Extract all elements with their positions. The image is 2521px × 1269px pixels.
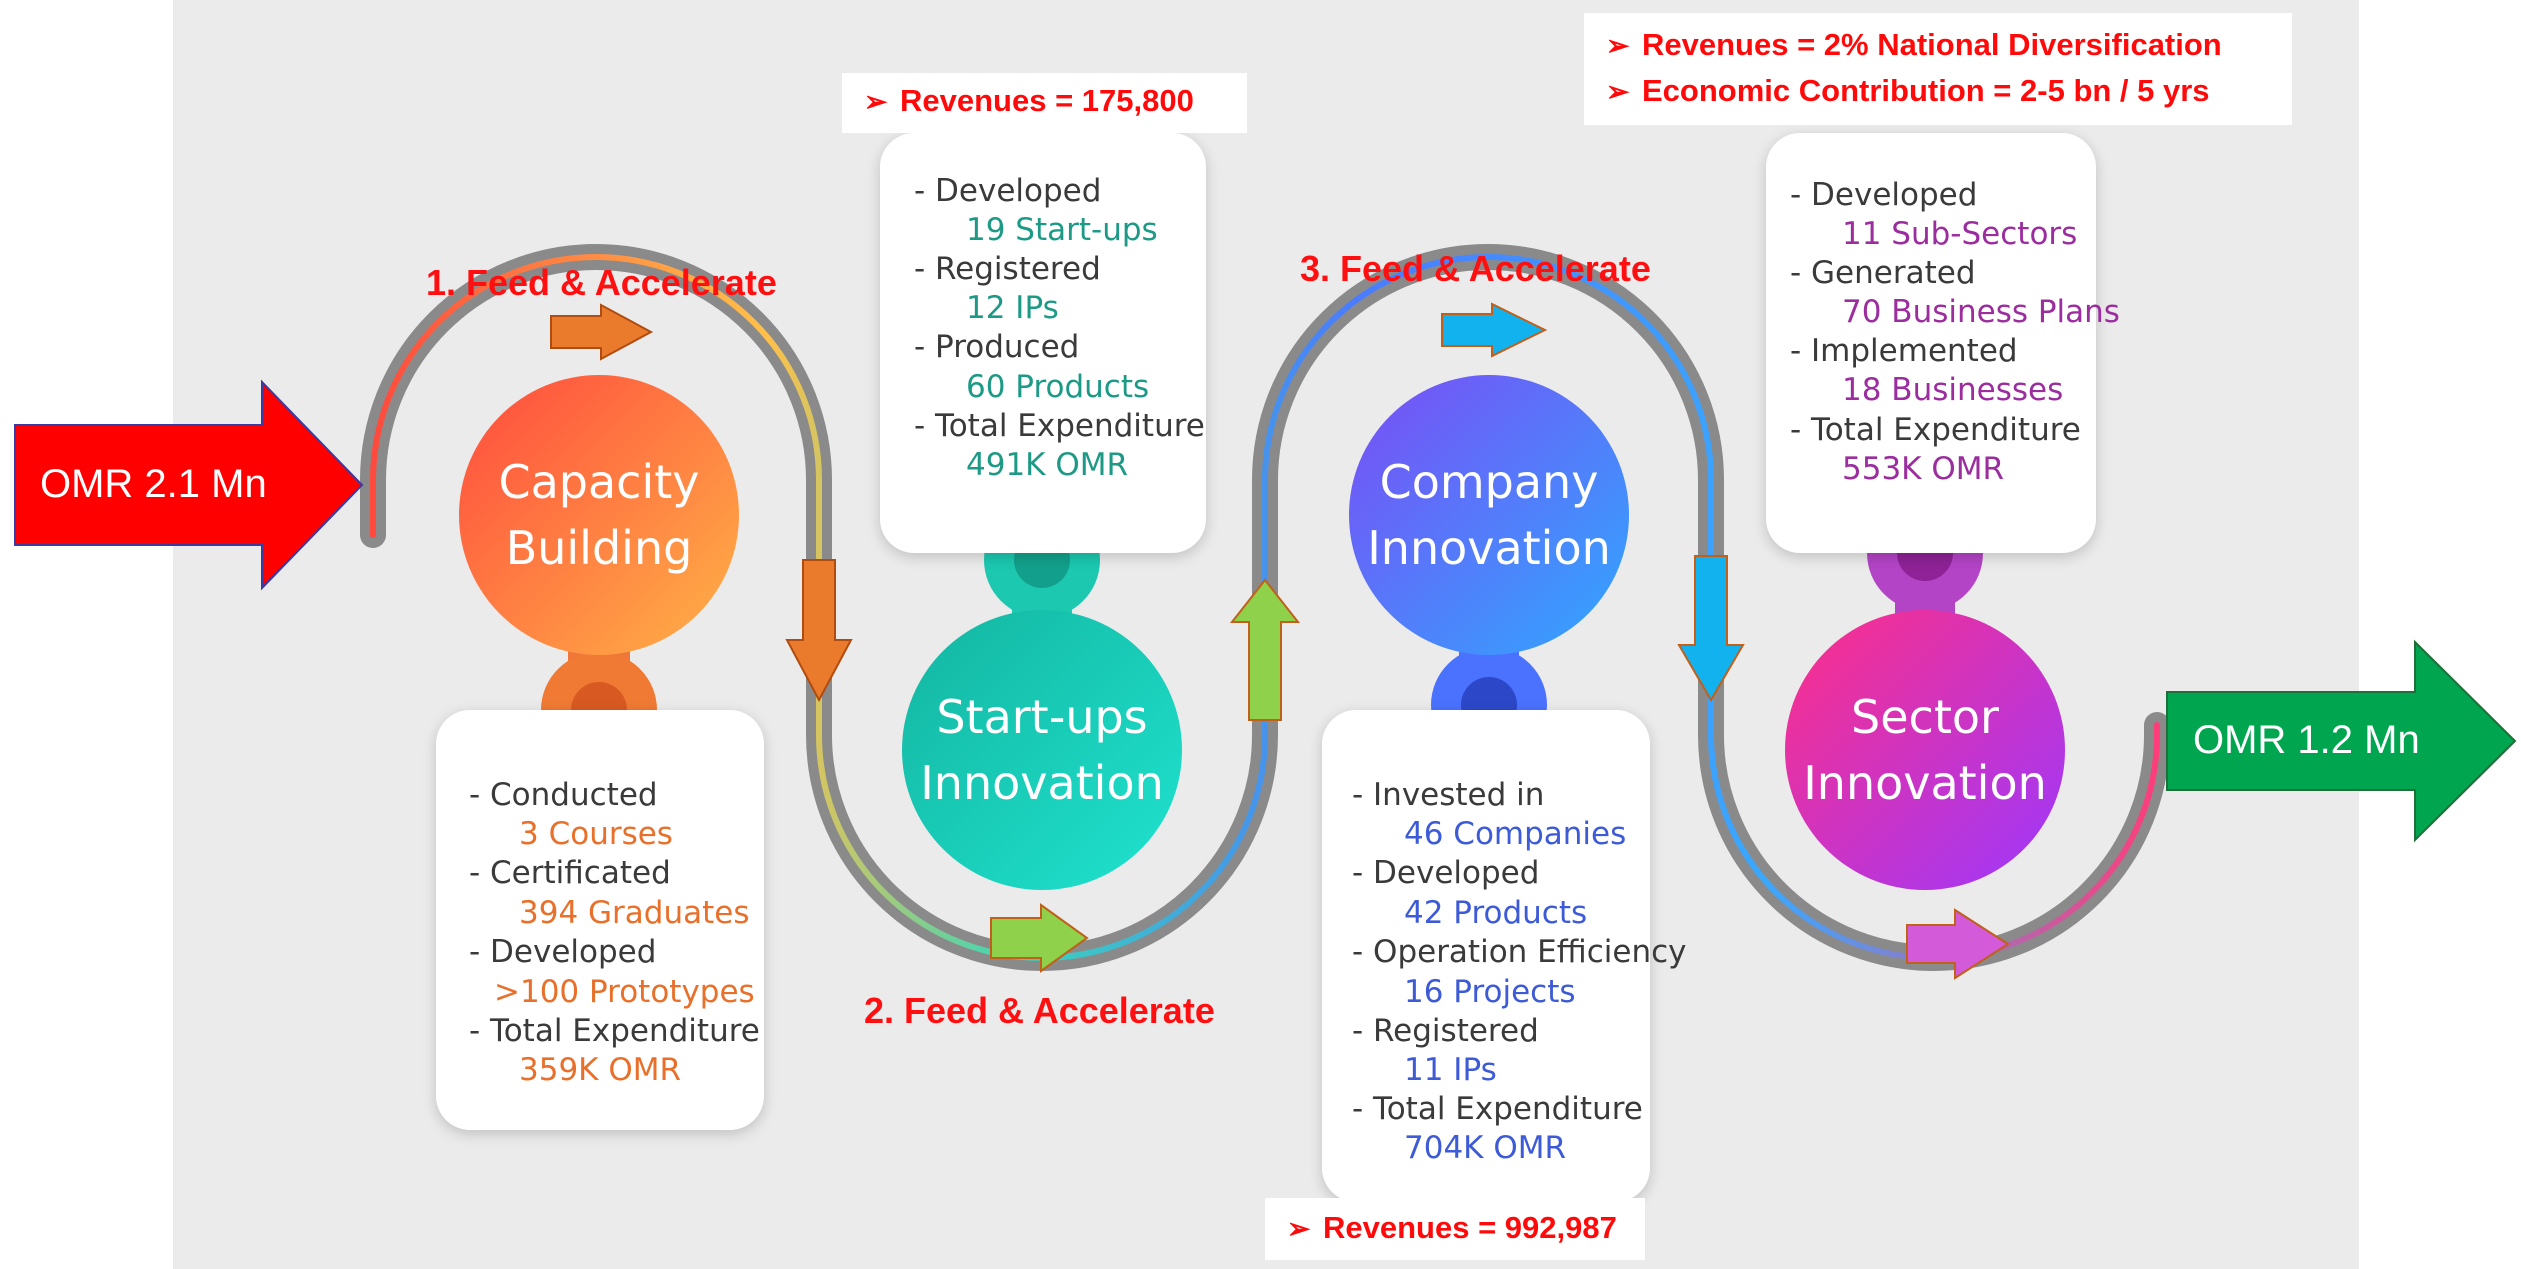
company-circle-bg: [1349, 375, 1629, 655]
capacity-title-line1: Capacity: [498, 455, 700, 509]
sector-contribution-text: Economic Contribution = 2-5 bn / 5 yrs: [1642, 73, 2210, 108]
startups-details-card: - Developed 19 Start-ups - Registered 12…: [880, 133, 1206, 553]
company-row-3-label: - Operation Efficiency: [1352, 934, 1687, 970]
sector-title-line2: Innovation: [1803, 756, 2047, 810]
startups-circle-bg: [902, 610, 1182, 890]
sector-row-4-label: - Total Expenditure: [1790, 412, 2081, 448]
arrow-bullet-icon: ➢: [1606, 76, 1630, 107]
company-row-1-value: 46 Companies: [1404, 816, 1627, 852]
company-row-5-label: - Total Expenditure: [1352, 1091, 1643, 1127]
sector-details-card: - Developed 11 Sub-Sectors - Generated 7…: [1766, 133, 2120, 553]
magenta-right-arrow: [1906, 908, 2010, 980]
startups-title-line2: Innovation: [920, 756, 1164, 810]
sector-row-1-value: 11 Sub-Sectors: [1842, 216, 2078, 252]
sector-row-3-label: - Implemented: [1790, 333, 2018, 369]
blue-down-arrow: [1677, 555, 1745, 702]
arrow-bullet-icon: ➢: [864, 86, 888, 117]
company-row-2-value: 42 Products: [1404, 895, 1588, 931]
sector-row-4-value: 553K OMR: [1842, 451, 2005, 487]
capacity-row-3-label: - Developed: [469, 934, 657, 970]
sector-row-3-value: 18 Businesses: [1842, 372, 2064, 408]
startups-row-4-value: 491K OMR: [966, 447, 1129, 483]
company-row-5-value: 704K OMR: [1404, 1130, 1567, 1166]
capacity-building-title: Capacity Building: [459, 375, 739, 655]
sector-revenue-text: Revenues = 2% National Diversification: [1642, 27, 2222, 62]
sector-row-2-value: 70 Business Plans: [1842, 294, 2120, 330]
input-arrow-shape: [14, 379, 364, 591]
startups-row-3-value: 60 Products: [966, 369, 1150, 405]
output-arrow-shape: [2166, 639, 2517, 843]
startups-row-4-label: - Total Expenditure: [914, 408, 1205, 444]
blue-right-arrow: [1441, 302, 1548, 358]
capacity-row-1-value: 3 Courses: [519, 816, 673, 852]
orange-down-arrow: [785, 559, 853, 703]
company-title-line1: Company: [1379, 455, 1599, 509]
company-row-4-value: 11 IPs: [1404, 1052, 1497, 1088]
startups-revenue-callout: ➢ Revenues = 175,800: [842, 73, 1247, 133]
company-revenue-text: Revenues = 992,987: [1323, 1210, 1617, 1245]
input-amount: OMR 2.1 Mn: [40, 462, 267, 506]
stage-3-title: 3. Feed & Accelerate: [1300, 248, 1651, 289]
startups-innovation-title: Start-ups Innovation: [902, 610, 1182, 890]
arrow-bullet-icon: ➢: [1287, 1213, 1311, 1244]
startups-row-1-value: 19 Start-ups: [966, 212, 1158, 248]
capacity-row-1-label: - Conducted: [469, 777, 658, 813]
company-revenue-callout: ➢ Revenues = 992,987: [1265, 1198, 1645, 1260]
startups-row-3-label: - Produced: [914, 329, 1080, 365]
sector-title-line1: Sector: [1851, 690, 1999, 744]
startups-title-line1: Start-ups: [936, 690, 1148, 744]
capacity-row-2-label: - Certificated: [469, 855, 671, 891]
capacity-circle-bg: [459, 375, 739, 655]
company-details-card: - Invested in 46 Companies - Developed 4…: [1322, 710, 1687, 1202]
sector-row-2-label: - Generated: [1790, 255, 1976, 291]
capacity-row-2-value: 394 Graduates: [519, 895, 750, 931]
company-row-1-label: - Invested in: [1352, 777, 1545, 813]
green-right-arrow: [990, 903, 1089, 973]
company-title-line2: Innovation: [1367, 521, 1611, 575]
company-row-2-label: - Developed: [1352, 855, 1540, 891]
output-amount: OMR 1.2 Mn: [2193, 718, 2420, 762]
sector-row-1-label: - Developed: [1790, 177, 1978, 213]
stage-2-title: 2. Feed & Accelerate: [864, 990, 1215, 1031]
capacity-details-card: - Conducted 3 Courses - Certificated 394…: [436, 710, 764, 1130]
capacity-row-4-label: - Total Expenditure: [469, 1013, 760, 1049]
startups-revenue-text: Revenues = 175,800: [900, 83, 1194, 118]
stage-1-title: 1. Feed & Accelerate: [426, 262, 777, 303]
startups-row-2-label: - Registered: [914, 251, 1101, 287]
orange-right-arrow-top: [550, 303, 654, 361]
arrow-bullet-icon: ➢: [1606, 30, 1630, 61]
company-row-4-label: - Registered: [1352, 1013, 1539, 1049]
capacity-row-3-value: >100 Prototypes: [494, 974, 755, 1010]
startups-row-2-value: 12 IPs: [966, 290, 1059, 326]
company-innovation-title: Company Innovation: [1349, 375, 1629, 655]
capacity-title-line2: Building: [505, 521, 693, 575]
sector-circle-bg: [1785, 610, 2065, 890]
company-row-3-value: 16 Projects: [1404, 974, 1576, 1010]
green-up-arrow: [1229, 578, 1301, 721]
sector-impact-callout: ➢Revenues = 2% National Diversification …: [1584, 13, 2292, 125]
startups-row-1-label: - Developed: [914, 173, 1102, 209]
sector-innovation-title: Sector Innovation: [1785, 610, 2065, 890]
capacity-row-4-value: 359K OMR: [519, 1052, 682, 1088]
